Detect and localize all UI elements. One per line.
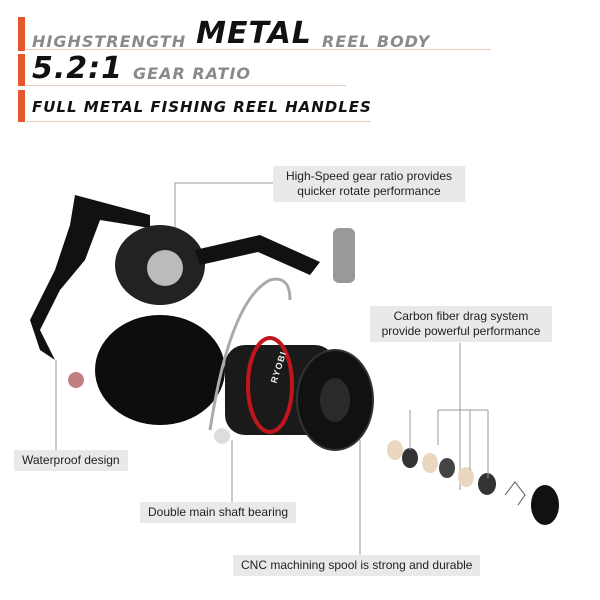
callout-shaft-bearing: Double main shaft bearing (140, 502, 297, 523)
reel-body (95, 315, 225, 425)
callout-drag-system: Carbon fiber drag system provide powerfu… (370, 306, 552, 342)
handle-arm (195, 235, 320, 275)
gear-icon (147, 250, 183, 286)
bail-wire (208, 277, 292, 431)
header-line-1: HIGHSTRENGTH METAL REEL BODY (18, 16, 491, 51)
header-post: REEL BODY (321, 32, 431, 51)
handles-text: FULL METAL FISHING REEL HANDLES (32, 98, 372, 116)
callout-spool: CNC machining spool is strong and durabl… (233, 555, 481, 576)
drag-washers (387, 440, 559, 525)
gear-ratio-label: GEAR RATIO (133, 64, 251, 83)
callout-gear-ratio: High-Speed gear ratio provides quicker r… (273, 166, 465, 202)
header-strong: METAL (196, 16, 312, 51)
reel-foot (30, 195, 150, 360)
gear-ratio-value: 5.2:1 (32, 51, 124, 86)
header-line-2: 5.2:1 GEAR RATIO (18, 51, 346, 86)
anti-reverse-switch (68, 372, 84, 388)
handle-knob (333, 228, 355, 283)
callout-waterproof: Waterproof design (14, 450, 128, 471)
header-line-3: FULL METAL FISHING REEL HANDLES (18, 90, 378, 122)
header-pre: HIGHSTRENGTH (32, 32, 187, 51)
